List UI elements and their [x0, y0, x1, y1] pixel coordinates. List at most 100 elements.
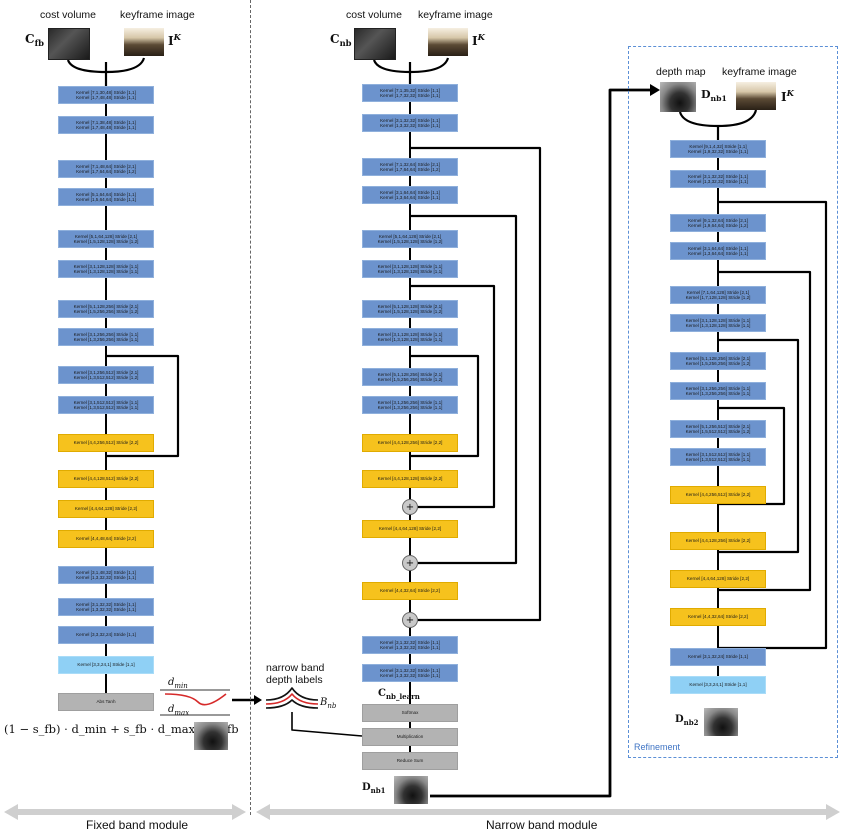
- ref-output-depth-image: [704, 708, 738, 736]
- fb-layer-14-line1: Kernel [4,4,48,64] Stride [2,2]: [76, 536, 136, 542]
- nb-layer-1-line1: Kernel [7,1,35,32] Stride [1,1]: [380, 87, 440, 93]
- ref-layer-9-line1: Kernel [5,1,256,512] Stride [2,1]: [685, 423, 751, 429]
- fb-layer-10-line2: Kernel [1,3,512,512] Stride [1,1]: [73, 405, 139, 410]
- nb-layer-8-line1: Kernel [3,1,128,128] Stride [1,1]: [377, 331, 443, 337]
- fb-cost-volume-label: cost volume: [40, 9, 97, 21]
- nb-layer-7: Kernel [5,1,128,128] Stride [2,1]Kernel …: [362, 300, 458, 318]
- fb-layer-15-line2: Kernel [1,3,32,32] Stride [1,1]: [76, 575, 136, 580]
- nb-layer-3: Kernel [7,1,32,64] Stride [2,1]Kernel [1…: [362, 158, 458, 176]
- nb-layer-2-line1: Kernel [3,1,32,32] Stride [1,1]: [380, 117, 440, 123]
- ref-layer-16-line1: Kernel [3,3,24,1] Stride [1,1]: [689, 682, 747, 688]
- nb-skip-4: [410, 354, 480, 458]
- ref-depth-map-label: depth map: [656, 66, 706, 78]
- fb-layer-4-line1: Kernel [5,1,64,64] Stride [1,1]: [76, 191, 136, 197]
- ref-layer-2-line2: Kernel [1,3,32,32] Stride [1,1]: [688, 179, 748, 184]
- refinement-box: [628, 46, 838, 758]
- nb-layer-2: Kernel [3,1,32,32] Stride [1,1]Kernel [1…: [362, 114, 458, 132]
- ref-skip-4: [718, 406, 786, 506]
- nb-to-ref-arrowhead: [650, 84, 660, 96]
- nb-layer-9-line2: Kernel [1,5,256,256] Stride [1,2]: [377, 377, 443, 382]
- fb-layer-6-line1: Kernel [3,1,128,128] Stride [1,1]: [73, 263, 139, 269]
- fb-layer-5: Kernel [5,1,64,128] Stride [2,1]Kernel […: [58, 230, 154, 248]
- fb-layer-9-line1: Kernel [3,1,256,512] Stride [2,1]: [73, 369, 139, 375]
- nb-layer-14: Kernel [4,4,32,64] Stride [2,2]: [362, 582, 458, 600]
- nb-output-depth-image: [394, 776, 428, 804]
- ref-skip-2: [718, 270, 812, 592]
- fb-layer-13: Kernel [4,4,64,128] Stride [2,2]: [58, 500, 154, 518]
- nb-label-curve-1: [265, 687, 319, 701]
- fb-layer-3-line2: Kernel [1,7,64,64] Stride [1,2]: [76, 169, 136, 174]
- ref-layer-2: Kernel [3,1,32,32] Stride [1,1]Kernel [1…: [670, 170, 766, 188]
- ref-layer-3: Kernel [9,1,32,64] Stride [2,1]Kernel [1…: [670, 214, 766, 232]
- nb-layer-6-line2: Kernel [1,3,128,128] Stride [1,1]: [377, 269, 443, 274]
- fb-layer-15-line1: Kernel [3,1,48,32] Stride [1,1]: [76, 569, 136, 575]
- fb-layer-12: Kernel [4,4,128,512] Stride [2,2]: [58, 470, 154, 488]
- fb-layer-19-line1: Abs Tanh: [96, 699, 116, 705]
- ref-layer-13-line1: Kernel [4,4,64,128] Stride [2,2]: [686, 576, 750, 582]
- ref-layer-4-line1: Kernel [3,1,64,64] Stride [1,1]: [688, 245, 748, 251]
- nb-layer-16-line1: Kernel [3,1,32,32] Stride [1,1]: [380, 667, 440, 673]
- ref-layer-8-line2: Kernel [1,3,256,256] Stride [1,1]: [685, 391, 751, 396]
- ref-layer-7-line2: Kernel [1,5,256,256] Stride [1,2]: [685, 361, 751, 366]
- ref-layer-5-line1: Kernel [7,1,64,128] Stride [2,1]: [686, 289, 750, 295]
- fb-input-merge: [66, 57, 146, 74]
- nb-layer-15-line1: Kernel [3,1,32,32] Stride [1,1]: [380, 639, 440, 645]
- band-curve: [164, 693, 227, 706]
- fb-layer-11-line1: Kernel [4,4,256,512] Stride [2,2]: [73, 440, 139, 446]
- nb-layer-6: Kernel [3,1,128,128] Stride [1,1]Kernel …: [362, 260, 458, 278]
- nb-layer-10-line1: Kernel [3,1,256,256] Stride [1,1]: [377, 399, 443, 405]
- nb-layer-7-line2: Kernel [1,5,128,128] Stride [1,2]: [377, 309, 443, 314]
- fb-layer-9-line2: Kernel [1,3,512,512] Stride [1,2]: [73, 375, 139, 380]
- narrow-band-span-right: [826, 804, 840, 820]
- nb-skip-3: [410, 284, 496, 509]
- c-nb-learn-symbol: Cnb_learn: [378, 688, 420, 701]
- fb-layer-1: Kernel [7,1,30,48] Stride [1,1]Kernel [1…: [58, 86, 154, 104]
- sum-node-3: +: [402, 612, 418, 628]
- ref-keyframe-image: [736, 82, 776, 110]
- fb-layer-17: Kernel [3,3,32,24] Stride [1,1]: [58, 626, 154, 644]
- ref-dnb1-symbol: Dnb1: [701, 88, 727, 103]
- fb-layer-1-line2: Kernel [1,7,48,48] Stride [1,1]: [76, 95, 136, 100]
- fb-layer-17-line1: Kernel [3,3,32,24] Stride [1,1]: [76, 632, 136, 638]
- nb-op-2: Multiplication: [362, 728, 458, 746]
- nb-layer-1-line2: Kernel [1,7,32,32] Stride [1,1]: [380, 93, 440, 98]
- nb-layer-7-line1: Kernel [5,1,128,128] Stride [2,1]: [377, 303, 443, 309]
- nb-layer-11: Kernel [4,4,128,256] Stride [2,2]: [362, 434, 458, 452]
- nb-layer-16-line2: Kernel [1,3,32,32] Stride [1,1]: [380, 673, 440, 678]
- fb-layer-4: Kernel [5,1,64,64] Stride [1,1]Kernel [1…: [58, 188, 154, 206]
- d-max-label: dmax: [168, 704, 190, 717]
- nb-skip-2: [410, 214, 518, 565]
- fb-to-nb-arrowhead: [254, 695, 262, 705]
- fb-layer-5-line1: Kernel [5,1,64,128] Stride [2,1]: [74, 233, 138, 239]
- nb-layer-4-line2: Kernel [1,3,64,64] Stride [1,1]: [380, 195, 440, 200]
- d-min-label: dmin: [168, 677, 188, 690]
- fixed-band-module-label: Fixed band module: [86, 818, 189, 832]
- sum-node-2: +: [402, 555, 418, 571]
- narrow-band-span-left: [256, 804, 270, 820]
- fb-layer-3: Kernel [7,1,48,64] Stride [2,1]Kernel [1…: [58, 160, 154, 178]
- ref-layer-15: Kernel [3,1,32,24] Stride [1,1]: [670, 648, 766, 666]
- nb-layer-10: Kernel [3,1,256,256] Stride [1,1]Kernel …: [362, 396, 458, 414]
- nb-layer-14-line1: Kernel [4,4,32,64] Stride [2,2]: [380, 588, 440, 594]
- fb-layer-1-line1: Kernel [7,1,30,48] Stride [1,1]: [76, 89, 136, 95]
- module-divider: [250, 0, 251, 815]
- sum-node-1: +: [402, 499, 418, 515]
- ref-layer-9: Kernel [5,1,256,512] Stride [2,1]Kernel …: [670, 420, 766, 438]
- fb-layer-2-line1: Kernel [7,1,38,48] Stride [1,1]: [76, 119, 136, 125]
- nb-layer-6-line1: Kernel [3,1,128,128] Stride [1,1]: [377, 263, 443, 269]
- nb-keyframe-image: [428, 28, 468, 56]
- nb-layer-15-line2: Kernel [1,3,32,32] Stride [1,1]: [380, 645, 440, 650]
- nb-layer-12: Kernel [4,4,128,128] Stride [2,2]: [362, 470, 458, 488]
- nb-label-curve-2: [265, 693, 319, 705]
- fb-keyframe-image: [124, 28, 164, 56]
- fb-output-depth-image: [194, 722, 228, 750]
- nb-layer-2-line2: Kernel [1,3,32,32] Stride [1,1]: [380, 123, 440, 128]
- ref-layer-10-line1: Kernel [3,1,512,512] Stride [1,1]: [685, 451, 751, 457]
- fb-layer-5-line2: Kernel [1,5,128,128] Stride [1,2]: [73, 239, 139, 244]
- nb-layer-11-line1: Kernel [4,4,128,256] Stride [2,2]: [377, 440, 443, 446]
- ref-layer-4: Kernel [3,1,64,64] Stride [1,1]Kernel [1…: [670, 242, 766, 260]
- ref-skip-3: [718, 338, 800, 554]
- ref-layer-4-line2: Kernel [1,3,64,64] Stride [1,1]: [688, 251, 748, 256]
- fb-layer-16-line1: Kernel [3,1,32,32] Stride [1,1]: [76, 601, 136, 607]
- ref-layer-7-line1: Kernel [5,1,128,256] Stride [2,1]: [685, 355, 751, 361]
